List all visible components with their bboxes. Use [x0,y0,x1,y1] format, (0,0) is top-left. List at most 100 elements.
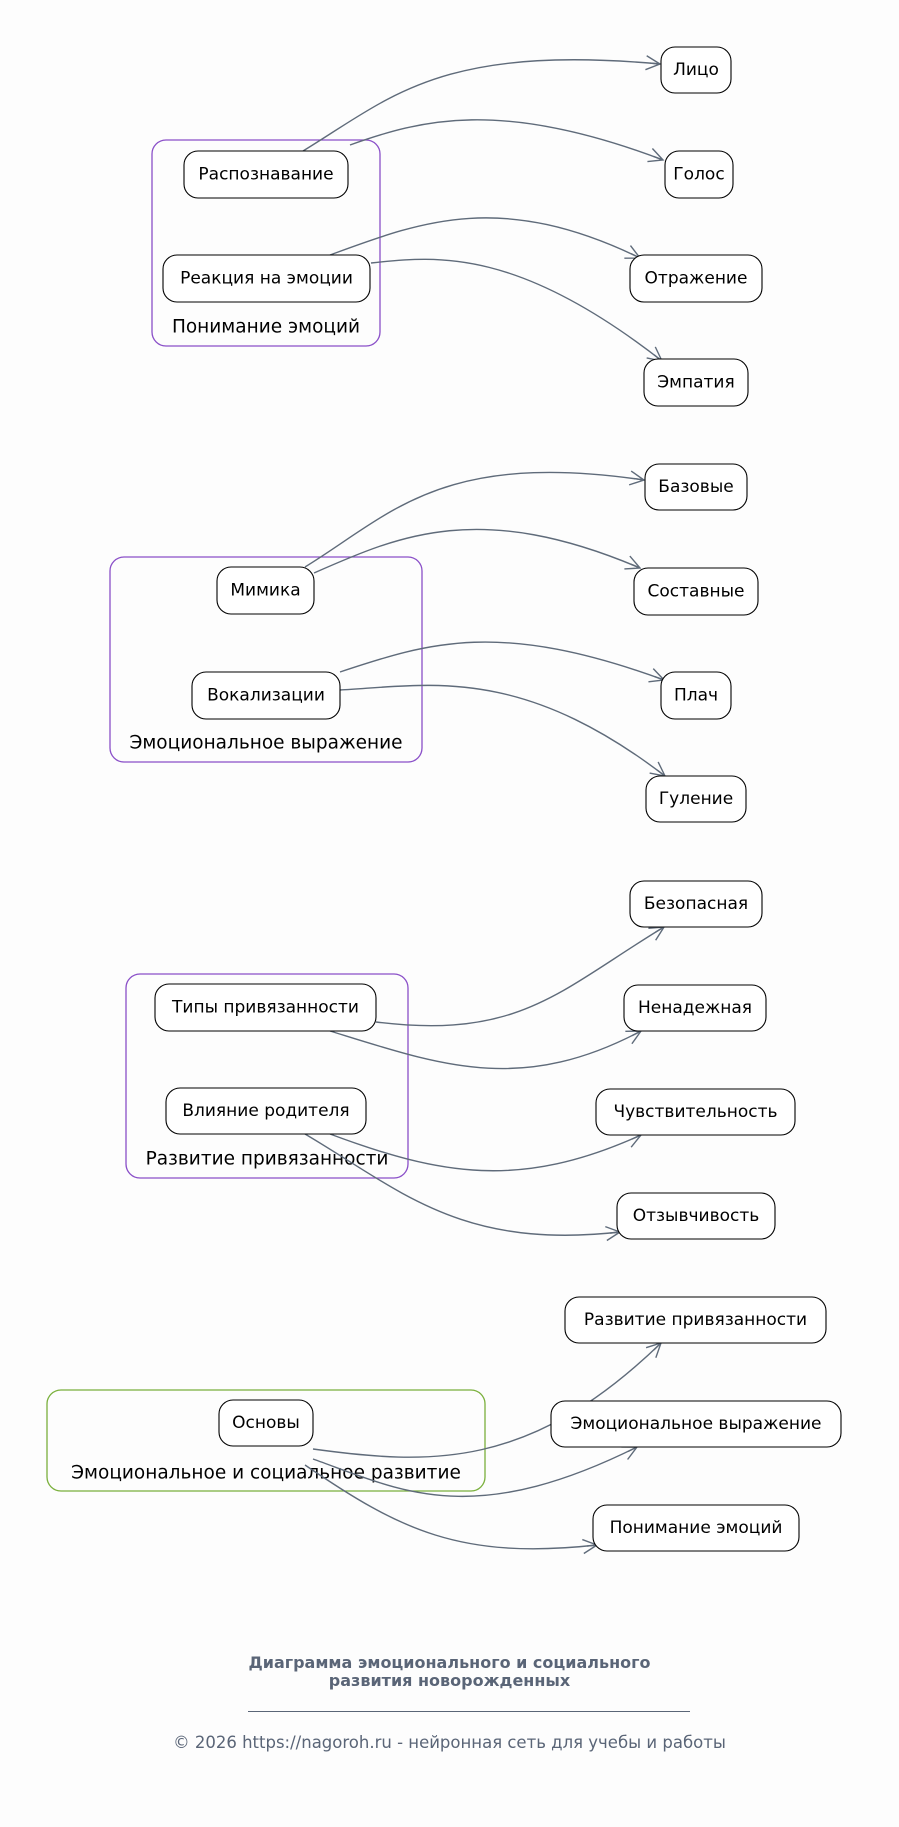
node-empathy[interactable]: Эмпатия [643,358,749,407]
node-label: Ненадежная [638,998,752,1018]
cluster-label: Развитие привязанности [146,1149,389,1170]
node-basics[interactable]: Основы [218,1399,314,1447]
node-ref-expression[interactable]: Эмоциональное выражение [550,1400,842,1448]
cluster-border [125,973,409,1179]
edge-line [312,1342,662,1458]
node-label: Эмпатия [657,373,734,393]
node-label: Составные [648,582,745,602]
edges-layer [302,55,667,1555]
edge-line [375,926,665,1027]
cluster-expression: Эмоциональное выражение [109,556,423,763]
node-types[interactable]: Типы привязанности [154,983,377,1032]
node-box [550,1400,842,1448]
node-label: Типы привязанности [171,998,359,1018]
arrowhead-icon [628,470,646,486]
node-ref-understanding[interactable]: Понимание эмоций [592,1504,800,1552]
node-label: Лицо [673,60,719,80]
edge-vocalization-to-crying [339,641,666,683]
arrowhead-icon [624,555,642,570]
node-mimicry[interactable]: Мимика [216,566,315,615]
node-box [595,1088,796,1136]
node-box [165,1087,367,1135]
node-label: Плач [674,686,718,706]
node-label: Распознавание [198,165,333,185]
diagram-title: Диаграмма эмоционального и социального р… [0,1654,899,1690]
node-box [629,880,763,928]
node-box [564,1296,827,1344]
footer-divider [248,1711,690,1712]
node-voice[interactable]: Голос [664,150,734,199]
node-parent[interactable]: Влияние родителя [165,1087,367,1135]
cluster-root: Эмоциональное и социальное развитие [46,1389,486,1492]
node-label: Отзывчивость [633,1206,760,1226]
node-box [645,775,747,823]
cluster-label: Эмоциональное и социальное развитие [71,1463,461,1484]
node-reaction[interactable]: Реакция на эмоции [162,254,371,303]
node-crying[interactable]: Плач [660,671,732,720]
node-label: Основы [232,1413,300,1433]
node-label: Понимание эмоций [610,1518,783,1538]
edge-reaction-to-empathy [370,258,664,362]
node-insecure[interactable]: Ненадежная [623,984,767,1032]
cluster-attachment: Развитие привязанности [125,973,409,1179]
edge-line [329,217,641,259]
node-box [216,566,315,615]
node-face[interactable]: Лицо [660,46,732,94]
node-recognition[interactable]: Распознавание [183,150,349,199]
node-basic[interactable]: Базовые [644,463,748,511]
node-ref-attachment[interactable]: Развитие привязанности [564,1296,827,1344]
edge-line [312,1446,638,1497]
node-box [154,983,377,1032]
node-box [191,671,341,720]
edge-mimicry-to-basic [304,470,646,568]
node-label: Развитие привязанности [584,1310,807,1330]
node-sensitivity[interactable]: Чувствительность [595,1088,796,1136]
arrowhead-icon [647,148,665,163]
node-box [629,254,763,303]
cluster-border [151,139,381,347]
node-box [660,671,732,720]
edge-types-to-insecure [329,1030,643,1070]
node-vocalization[interactable]: Вокализации [191,671,341,720]
edge-line [304,471,645,568]
node-box [162,254,371,303]
edge-recognition-to-face [302,55,662,152]
node-label: Безопасная [644,894,748,914]
node-label: Голос [673,165,724,185]
edge-reaction-to-reflection [329,217,642,259]
node-box [660,46,732,94]
cluster-label: Эмоциональное выражение [129,733,402,754]
node-label: Эмоциональное выражение [571,1414,822,1434]
node-label: Вокализации [207,686,325,706]
node-complex[interactable]: Составные [633,567,759,616]
node-responsiveness[interactable]: Отзывчивость [616,1192,776,1240]
cluster-understanding: Понимание эмоций [151,139,381,347]
edge-line [302,59,661,152]
node-label: Реакция на эмоции [180,269,353,289]
edge-line [370,258,663,362]
cluster-border [46,1389,486,1492]
node-box [183,150,349,199]
copyright-text: © 2026 https://nagoroh.ru - нейронная се… [173,1733,726,1752]
edge-line [313,528,641,574]
node-label: Чувствительность [613,1102,777,1122]
node-label: Отражение [645,269,748,289]
diagram-title-line2: развития новорожденных [328,1671,571,1690]
edge-line [329,1030,642,1070]
node-label: Базовые [658,477,733,497]
node-box [643,358,749,407]
cluster-label: Понимание эмоций [172,317,360,338]
edge-recognition-to-voice [349,119,665,163]
node-label: Гуление [659,789,733,809]
node-secure[interactable]: Безопасная [629,880,763,928]
node-box [616,1192,776,1240]
arrowhead-icon [645,55,662,71]
edge-line [329,1133,642,1172]
node-box [633,567,759,616]
diagram-title-line1: Диаграмма эмоционального и социального [248,1653,651,1672]
node-cooing[interactable]: Гуление [645,775,747,823]
node-reflection[interactable]: Отражение [629,254,763,303]
